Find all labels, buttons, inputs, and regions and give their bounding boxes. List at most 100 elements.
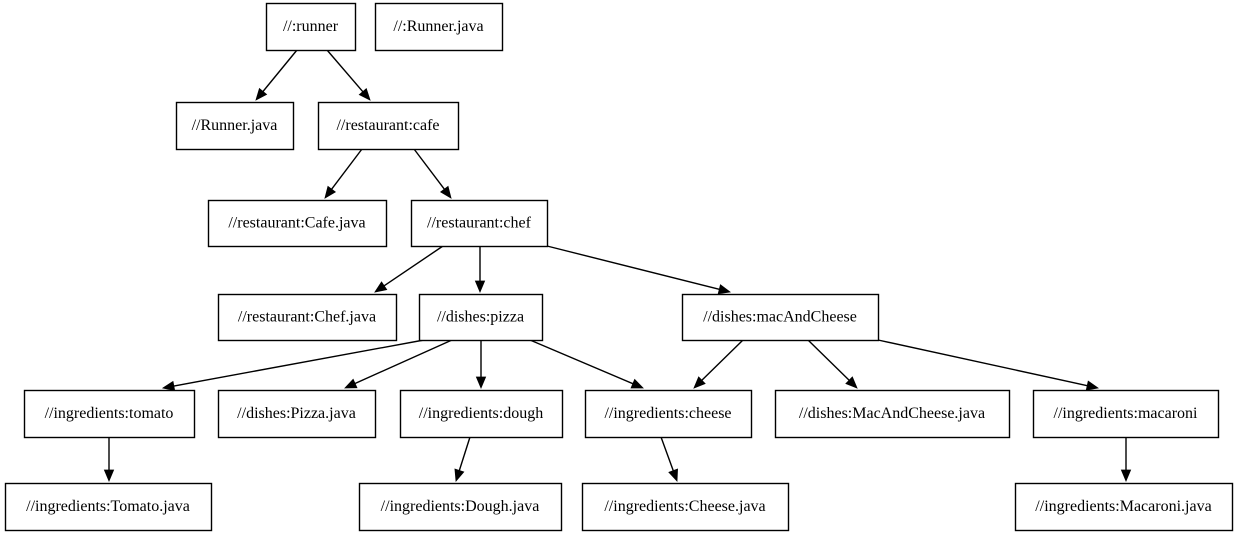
edge-line <box>383 245 444 287</box>
edge-line <box>326 49 364 93</box>
edge-runner-to-runner_java <box>255 49 298 101</box>
node-chef_java[interactable]: //restaurant:Chef.java <box>217 293 398 342</box>
node-box[interactable] <box>418 293 544 342</box>
node-label: //ingredients:dough <box>419 405 543 422</box>
node-chef[interactable]: //restaurant:chef <box>410 199 549 248</box>
edge-tomato-to-tomato_java <box>103 437 115 483</box>
node-label: //:runner <box>283 18 339 35</box>
node-macandcheese[interactable]: //dishes:macAndCheese <box>681 293 880 342</box>
edge-macandcheese-to-macaroni <box>877 339 1100 391</box>
arrowhead-icon <box>845 376 858 389</box>
edge-dough-to-dough_java <box>454 436 471 482</box>
node-label: //dishes:Pizza.java <box>237 405 356 422</box>
edge-line <box>877 339 1088 387</box>
node-label: //restaurant:Chef.java <box>238 309 376 326</box>
node-label: //ingredients:Dough.java <box>381 498 540 515</box>
node-macandcheese_java[interactable]: //dishes:MacAndCheese.java <box>774 389 1011 439</box>
arrowhead-icon <box>630 378 644 389</box>
nodes-layer: //:runner //:Runner.java //Runner.java //re… <box>4 2 1234 532</box>
edge-chef-to-pizza <box>474 246 486 294</box>
node-dough_java[interactable]: //ingredients:Dough.java <box>358 482 563 532</box>
arrowhead-icon <box>668 468 678 482</box>
edge-line <box>413 148 445 190</box>
arrowhead-icon <box>161 380 176 392</box>
arrowhead-icon <box>344 378 358 389</box>
edge-pizza-to-pizza_java <box>344 339 453 389</box>
arrowhead-icon <box>255 87 268 101</box>
node-box[interactable] <box>217 389 377 439</box>
node-box[interactable] <box>1032 389 1220 439</box>
node-runner[interactable]: //:runner <box>265 2 357 52</box>
arrowhead-icon <box>439 185 452 199</box>
node-runner_java[interactable]: //Runner.java <box>175 101 295 151</box>
edge-cheese-to-cheese_java <box>660 436 678 482</box>
edge-pizza-to-tomato <box>161 339 425 392</box>
node-cheese_java[interactable]: //ingredients:Cheese.java <box>581 482 790 532</box>
node-box[interactable] <box>681 293 880 342</box>
edge-pizza-to-dough <box>475 340 487 390</box>
node-cafe_java[interactable]: //restaurant:Cafe.java <box>207 199 388 248</box>
node-box[interactable] <box>584 389 753 439</box>
node-label: //ingredients:tomato <box>45 405 174 422</box>
node-label: //dishes:macAndCheese <box>703 309 857 326</box>
node-label: //restaurant:chef <box>427 215 532 232</box>
arrowhead-icon <box>1085 380 1100 391</box>
edge-pizza-to-cheese <box>529 339 644 389</box>
node-box[interactable] <box>23 389 196 439</box>
node-label: //ingredients:cheese <box>604 405 731 422</box>
edge-line <box>546 245 720 290</box>
arrowhead-icon <box>324 185 337 199</box>
node-box[interactable] <box>581 482 790 532</box>
node-box[interactable] <box>317 101 460 151</box>
node-label: //dishes:MacAndCheese.java <box>799 405 985 422</box>
edges-layer <box>103 49 1132 483</box>
node-label: //dishes:pizza <box>437 309 524 326</box>
arrowhead-icon <box>693 376 706 389</box>
node-box[interactable] <box>207 199 388 248</box>
edge-runner-to-cafe <box>326 49 371 101</box>
arrowhead-icon <box>103 469 115 483</box>
node-dough[interactable]: //ingredients:dough <box>399 389 564 439</box>
node-label: //ingredients:Cheese.java <box>604 498 765 515</box>
edge-line <box>701 339 744 381</box>
node-macaroni_java[interactable]: //ingredients:Macaroni.java <box>1014 482 1234 532</box>
arrowhead-icon <box>475 376 487 390</box>
node-cafe[interactable]: //restaurant:cafe <box>317 101 460 151</box>
node-tomato_java[interactable]: //ingredients:Tomato.java <box>4 482 213 532</box>
arrowhead-icon <box>374 281 388 293</box>
node-pizza_java[interactable]: //dishes:Pizza.java <box>217 389 377 439</box>
node-label: //Runner.java <box>192 117 278 134</box>
edge-cafe-to-cafe_java <box>324 148 363 199</box>
node-box[interactable] <box>1014 482 1234 532</box>
node-box[interactable] <box>410 199 549 248</box>
edge-chef-to-chef_java <box>374 245 444 293</box>
arrowhead-icon <box>454 468 465 482</box>
node-box[interactable] <box>265 2 357 52</box>
arrowhead-icon <box>717 284 732 295</box>
node-label: //ingredients:Tomato.java <box>26 498 190 515</box>
node-box[interactable] <box>374 2 504 52</box>
node-box[interactable] <box>358 482 563 532</box>
node-label: //restaurant:cafe <box>336 117 439 134</box>
node-label: //restaurant:Cafe.java <box>228 215 365 232</box>
node-box[interactable] <box>774 389 1011 439</box>
edge-macaroni-to-macaroni_java <box>1120 437 1132 483</box>
node-box[interactable] <box>175 101 295 151</box>
edge-line <box>529 339 634 385</box>
node-cheese[interactable]: //ingredients:cheese <box>584 389 753 439</box>
arrowhead-icon <box>358 87 371 101</box>
arrowhead-icon <box>1120 469 1132 483</box>
node-macaroni[interactable]: //ingredients:macaroni <box>1032 389 1220 439</box>
node-box[interactable] <box>217 293 398 342</box>
edge-line <box>458 436 471 471</box>
node-box[interactable] <box>399 389 564 439</box>
edge-line <box>262 49 298 92</box>
node-pizza[interactable]: //dishes:pizza <box>418 293 544 342</box>
node-label: //:Runner.java <box>393 18 483 35</box>
node-label: //ingredients:Macaroni.java <box>1035 498 1211 515</box>
node-box[interactable] <box>4 482 213 532</box>
node-tomato[interactable]: //ingredients:tomato <box>23 389 196 439</box>
node-runner_java_root[interactable]: //:Runner.java <box>374 2 504 52</box>
